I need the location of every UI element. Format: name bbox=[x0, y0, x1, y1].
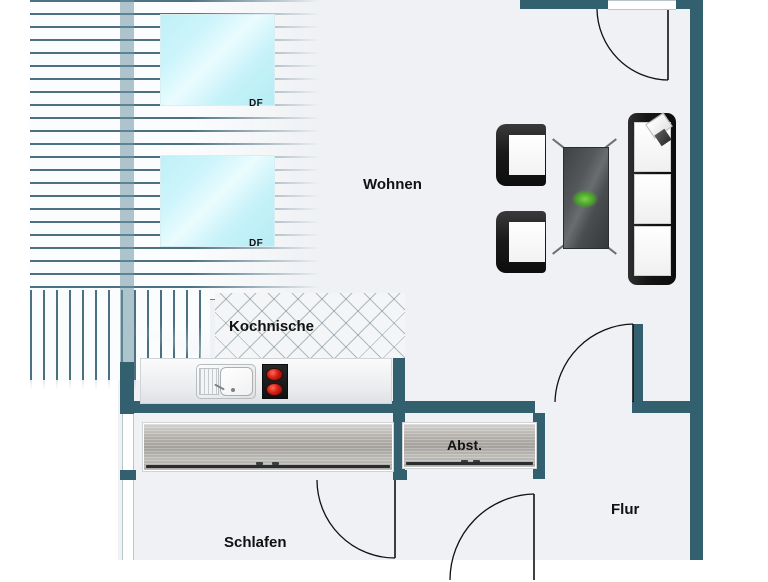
room-label-kochnische: Kochnische bbox=[229, 318, 315, 335]
wall-schlafen-top-left-stub bbox=[120, 470, 136, 480]
door-flur-bottom bbox=[449, 493, 535, 581]
sofa-cushion-3 bbox=[633, 226, 672, 276]
wall-top-left-stub bbox=[520, 0, 608, 9]
armchair-upper bbox=[496, 124, 546, 186]
armchair-lower bbox=[496, 211, 546, 273]
door-entry-top bbox=[596, 8, 669, 81]
room-label-flur: Flur bbox=[611, 501, 640, 518]
roof-slope-hatch-fan bbox=[30, 292, 200, 380]
sink-drainboard bbox=[199, 368, 219, 395]
skylight-upper bbox=[160, 14, 275, 106]
wall-vertical-abst-left-lower bbox=[393, 413, 405, 479]
skylight-upper-label: DF bbox=[249, 98, 264, 109]
room-label-abstell: Abst. bbox=[447, 437, 482, 453]
sink-bowl bbox=[220, 367, 253, 396]
skylight-lower bbox=[160, 155, 275, 247]
glazing-left-bottom bbox=[122, 414, 134, 560]
wall-left-glazing-band bbox=[120, 0, 134, 362]
room-label-schlafen: Schlafen bbox=[224, 534, 287, 551]
wall-schlafen-top-right-stub bbox=[393, 470, 407, 480]
wardrobe-knob-right bbox=[272, 462, 279, 465]
wall-mid-horizontal-flur bbox=[632, 401, 690, 413]
sink-faucet-base bbox=[231, 388, 235, 392]
wall-vertical-abst-right bbox=[533, 413, 545, 479]
wardrobe-abstell-knob-left bbox=[461, 460, 468, 463]
wall-top-right-stub bbox=[676, 0, 703, 9]
wardrobe-wood-grain bbox=[144, 424, 392, 470]
table-plant bbox=[572, 190, 598, 208]
wardrobe-abstell-wood-grain bbox=[404, 424, 535, 467]
wardrobe-abstell bbox=[403, 423, 536, 468]
floor-plan-canvas: DF DF bbox=[30, 0, 703, 581]
armchair-lower-seat bbox=[509, 222, 545, 262]
kitchen-tile-hatch bbox=[215, 293, 405, 361]
wardrobe-schlafen bbox=[143, 423, 393, 471]
wall-kitchen-bottom bbox=[120, 401, 405, 413]
cooktop-burner-bottom bbox=[266, 383, 283, 396]
wardrobe-abstell-knob-right bbox=[473, 460, 480, 463]
sofa-cushion-2 bbox=[633, 174, 672, 224]
wall-vertical-abst-left bbox=[393, 358, 405, 413]
wall-vertical-flur-partition bbox=[633, 324, 643, 402]
skylight-lower-label: DF bbox=[249, 238, 264, 249]
door-flur-abst bbox=[554, 323, 634, 403]
wardrobe-knob-left bbox=[256, 462, 263, 465]
cooktop-burner-top bbox=[266, 368, 283, 381]
room-label-wohnen: Wohnen bbox=[363, 176, 422, 193]
wall-mid-horizontal-right bbox=[405, 401, 535, 413]
armchair-upper-seat bbox=[509, 135, 545, 175]
door-entry-threshold bbox=[608, 0, 676, 10]
wall-exterior-right bbox=[690, 0, 703, 560]
door-schlafen bbox=[316, 479, 396, 559]
